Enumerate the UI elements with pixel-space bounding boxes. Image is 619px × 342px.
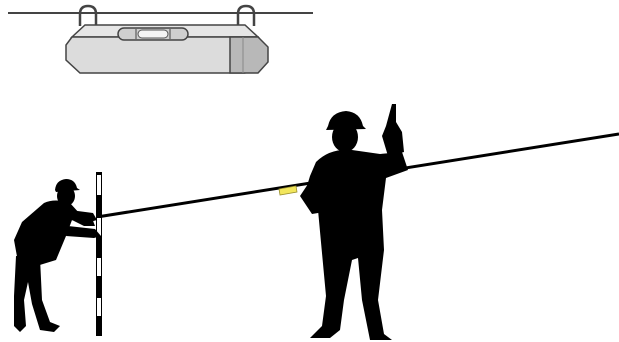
line-level-icon <box>8 4 313 74</box>
bubble <box>137 29 169 39</box>
level-end-cap <box>229 36 269 74</box>
level-body-front <box>65 36 259 74</box>
right-hook <box>236 4 256 26</box>
left-hook <box>78 4 98 26</box>
leveling-rod-icon <box>96 172 102 336</box>
worker-pointing-up-icon <box>300 104 408 340</box>
line-level-marker-icon <box>278 185 298 196</box>
worker-holding-rod-icon <box>14 179 101 332</box>
